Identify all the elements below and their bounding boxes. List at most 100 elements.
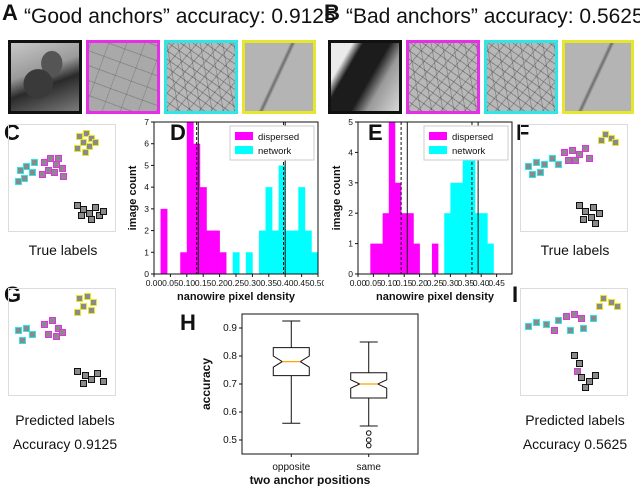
image-thumbnail-point (38, 170, 46, 178)
bar-network (304, 230, 312, 274)
legend-label: network (258, 146, 292, 157)
image-thumbnail-point (598, 136, 606, 144)
x-tick-label: 0.00 (146, 278, 163, 288)
x-tick-label: 0.45 (293, 278, 310, 288)
bar-dispersed (376, 243, 383, 274)
image-thumbnail-point (76, 132, 84, 140)
bar-dispersed (186, 122, 194, 274)
image-thumbnail-point (94, 370, 102, 378)
image-thumbnail-point (60, 172, 68, 180)
y-axis-label: image count (331, 165, 343, 230)
image-thumbnail-point (40, 320, 48, 328)
tem-image-single-wire (242, 40, 316, 114)
tem-image-anchor-good (8, 40, 82, 114)
image-thumbnail-point (596, 210, 604, 218)
image-thumbnail-point (74, 144, 82, 152)
image-thumbnail-point (50, 168, 58, 176)
y-tick-label: 5 (348, 118, 353, 127)
image-thumbnail-point (540, 160, 548, 168)
image-thumbnail-point (608, 134, 616, 142)
x-tick-label: 0.00 (350, 278, 367, 288)
bar-dispersed (213, 230, 220, 274)
bar-network (456, 182, 464, 274)
image-thumbnail-point (88, 134, 96, 142)
image-thumbnail-point (586, 378, 594, 386)
image-thumbnail-point (96, 212, 104, 220)
image-thumbnail-point (570, 310, 578, 318)
panel-label-e: E (368, 120, 383, 145)
y-tick-label: 0.7 (223, 379, 237, 390)
image-thumbnail-point (572, 156, 580, 164)
bar-network (450, 182, 457, 274)
bar-dispersed (413, 243, 420, 274)
outlier-point (365, 430, 372, 436)
image-thumbnail-point (588, 214, 596, 222)
image-thumbnail-point (40, 158, 48, 166)
x-axis-label: nanowire pixel density (376, 291, 495, 303)
image-thumbnail-point (88, 376, 96, 384)
y-tick-label: 5 (144, 160, 149, 170)
bar-network (487, 243, 494, 274)
image-thumbnail-point (612, 138, 620, 146)
image-thumbnail-point (592, 220, 600, 228)
bar-network (258, 230, 266, 274)
caption-accuracy: Accuracy 0.9125 (12, 436, 118, 452)
bar-network (444, 213, 451, 274)
panel-label-i: I (512, 282, 519, 307)
image-thumbnail-point (80, 302, 88, 310)
embedding-scatter-predicted-labels (8, 288, 116, 396)
image-thumbnail-point (524, 162, 532, 170)
y-tick-label: 1 (144, 247, 149, 257)
embedding-scatter-true-labels (520, 124, 628, 232)
image-thumbnail-point (22, 162, 30, 170)
image-thumbnail-point (582, 144, 590, 152)
image-thumbnail-point (566, 326, 574, 334)
image-thumbnail-point (88, 306, 96, 314)
image-thumbnail-point (590, 314, 598, 322)
x-tick-label: 0.25 (228, 278, 245, 288)
image-thumbnail-point (580, 324, 588, 332)
bar-network (272, 230, 279, 274)
image-thumbnail-point (590, 204, 598, 212)
tem-image-single-wire (562, 40, 634, 114)
bar-dispersed (160, 208, 168, 274)
bar-network (232, 252, 240, 274)
legend-swatch (235, 132, 253, 140)
bar-network (462, 152, 470, 274)
image-thumbnail-point (92, 204, 100, 212)
image-thumbnail-point (614, 302, 622, 310)
embedding-scatter-true-labels (8, 124, 116, 232)
image-thumbnail-point (532, 158, 540, 166)
image-thumbnail-point (100, 378, 108, 386)
x-tick-label: 0.15 (195, 278, 212, 288)
image-thumbnail-point (44, 330, 52, 338)
caption-true-labels: True labels (540, 242, 610, 258)
legend-swatch (235, 146, 253, 154)
bar-dispersed (199, 187, 207, 274)
box-same (350, 372, 388, 399)
tem-image-network (164, 40, 238, 114)
bar-dispersed (401, 213, 408, 274)
bar-dispersed (206, 230, 214, 274)
y-tick-label: 2 (144, 226, 149, 236)
image-thumbnail-point (20, 174, 28, 182)
panel-label-c: C (4, 120, 20, 145)
x-tick-label: 0.50 (310, 278, 324, 288)
bar-dispersed (388, 122, 396, 274)
x-tick-label: 0.35 (261, 278, 278, 288)
image-thumbnail-point (18, 336, 26, 344)
caption-accuracy: Accuracy 0.5625 (522, 436, 628, 452)
legend-label: network (452, 146, 486, 157)
image-thumbnail-point (528, 170, 536, 178)
panel-a-title: “Good anchors” accuracy: 0.9125 (24, 5, 336, 28)
image-thumbnail-point (576, 150, 584, 158)
bar-dispersed (394, 182, 402, 274)
x-tick-label: 0.05 (365, 278, 382, 288)
bar-network (278, 165, 286, 274)
bar-network (265, 187, 273, 274)
image-thumbnail-point (90, 298, 98, 306)
y-tick-label: 4 (348, 147, 353, 157)
image-thumbnail-point (30, 158, 38, 166)
caption-predicted-labels: Predicted labels (15, 412, 115, 428)
